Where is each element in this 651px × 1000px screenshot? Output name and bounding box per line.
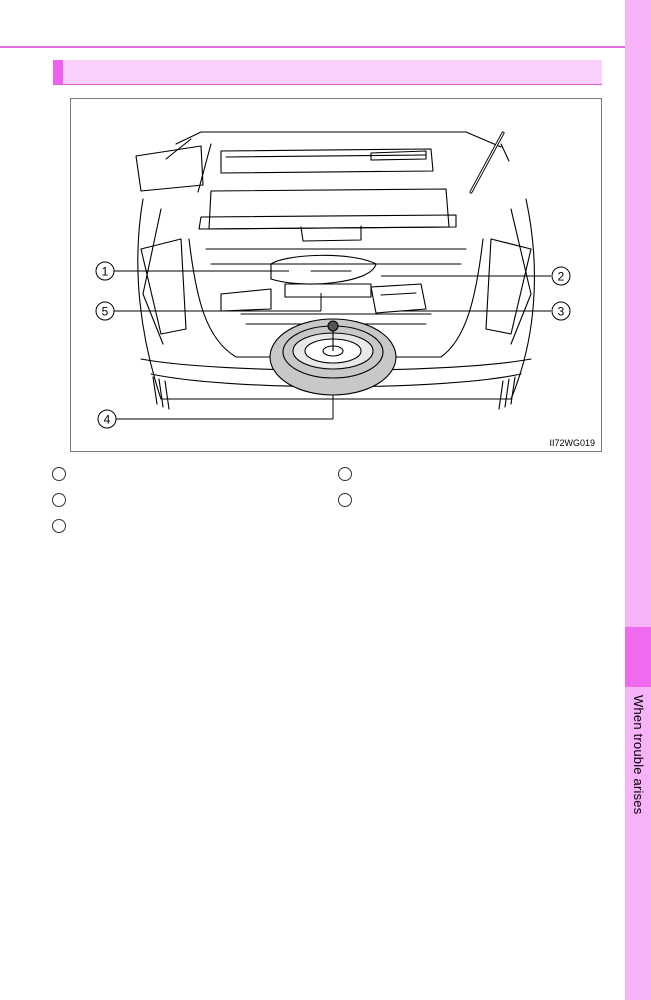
section-heading-underline — [53, 84, 602, 85]
callout-2: 2 — [551, 266, 571, 286]
callout-5-number: 5 — [102, 305, 109, 319]
legend-circle-1 — [52, 467, 66, 481]
legend-circle-3 — [52, 493, 66, 507]
callout-1-number: 1 — [102, 265, 109, 279]
legend-circle-5 — [52, 519, 66, 533]
header-rule — [0, 46, 625, 48]
illustration-frame: 1 2 3 4 5 II72WG019 — [70, 98, 602, 452]
tailgate-edge — [135, 145, 204, 192]
callout-5: 5 — [95, 301, 115, 321]
upper-tray — [220, 148, 434, 174]
tail-lamp-right — [485, 238, 532, 335]
callout-4-number: 4 — [104, 413, 111, 427]
callout-3: 3 — [551, 301, 571, 321]
section-heading-accent — [53, 60, 63, 84]
spare-tire — [269, 318, 397, 396]
figure-code: II72WG019 — [549, 438, 595, 448]
chapter-tab-marker[interactable] — [625, 627, 651, 687]
section-heading-bar — [53, 60, 602, 84]
legend-circle-4 — [338, 493, 352, 507]
body-left — [137, 198, 162, 400]
tail-lamp-left — [140, 238, 187, 335]
callout-2-number: 2 — [558, 270, 565, 284]
side-thumb-strip — [625, 0, 651, 1000]
legend-circle-2 — [338, 467, 352, 481]
callout-4: 4 — [97, 409, 117, 429]
tool-tray — [270, 254, 377, 285]
callout-3-number: 3 — [558, 305, 565, 319]
roof-line — [175, 131, 502, 148]
trunk-illustration: 1 2 3 4 5 — [95, 131, 571, 429]
chapter-tab-label: When trouble arises — [631, 695, 646, 815]
callout-1: 1 — [95, 261, 115, 281]
body-right — [510, 198, 535, 400]
luggage-tray — [208, 188, 450, 230]
